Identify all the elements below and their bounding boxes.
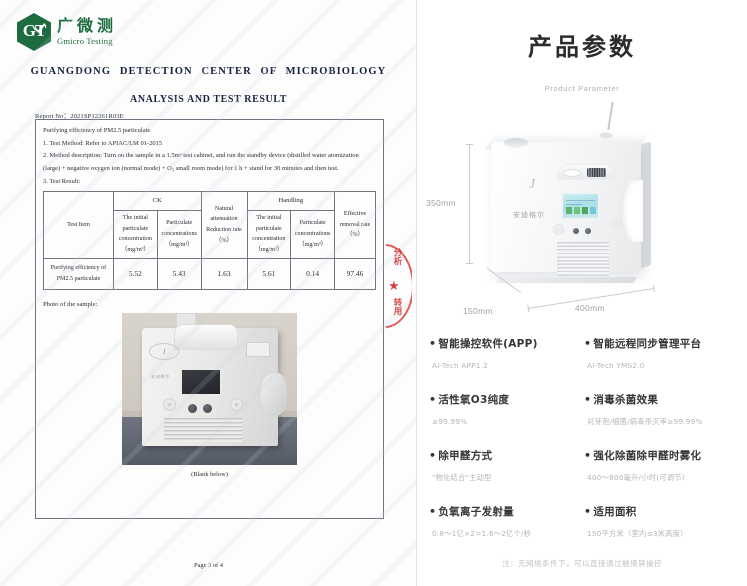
test-method: 1. Test Method: Refer to APIAC/LM 01-201… (43, 139, 163, 147)
test-report-page: GT 广微测 Gmicro Testing GUANGDONG DETECTIO… (0, 0, 417, 586)
device-logo-mark: J (528, 177, 536, 192)
lab-name-en: Gmicro Testing (57, 35, 113, 46)
stamp-top-text: 分析 (392, 248, 402, 265)
spec-value: AI-Tech APP1.2 (432, 361, 488, 370)
device-lcd-screen (561, 192, 600, 220)
cell-handling-concentration: 0.14 (290, 257, 335, 291)
cell-test-item: Purifying efficiency of PM2.5 particulat… (43, 257, 114, 291)
spec-item-app-software: •智能操控软件(APP) AI-Tech APP1.2 (429, 336, 584, 392)
cell-ck-initial: 5.52 (113, 257, 158, 291)
method-description: 2. Method description: Turn on the sampl… (43, 152, 359, 173)
header-group-ck: CK (113, 191, 202, 211)
spec-list: •智能操控软件(APP) AI-Tech APP1.2 •智能远程同步管理平台 … (417, 336, 747, 560)
spec-value: 150平方米（室内≤3米高度） (587, 529, 688, 538)
spec-footnote: 注：无网络条件下，可以直接通过触摸屏操控 (502, 559, 662, 568)
header-group-handling: Handling (246, 191, 335, 211)
sample-device-image: J 安迪格尔 (142, 313, 287, 447)
depth-dimension-label: 150mm (463, 306, 493, 316)
spec-value: AI-Tech YMS2.0 (587, 361, 645, 370)
method-description-block: Purifying efficiency of PM2.5 particulat… (36, 120, 383, 188)
test-result-heading: 3. Test Result: (43, 177, 81, 185)
spec-item-formaldehyde-removal: •除甲醛方式 "物化结合"主动型 (429, 448, 584, 504)
height-dimension-label: 350mm (426, 198, 456, 208)
bullet-icon: • (429, 449, 437, 462)
blank-below-note: (Blank below) (191, 471, 228, 479)
document-title: ANALYSIS AND TEST RESULT (130, 94, 287, 105)
header-handling-concentration: Particulate concentrations （mg/m³） (290, 209, 335, 259)
bullet-icon: • (429, 337, 437, 350)
spec-value: 对芽孢/细菌/病毒杀灭率≥99.99% (587, 417, 703, 426)
cell-natural-reduction: 1.63 (200, 257, 248, 291)
spec-value: 0.8～1亿×2=1.6～2亿个/秒 (432, 529, 532, 538)
sample-photo: J 安迪格尔 (122, 313, 297, 466)
lab-name-cn: 广微测 (57, 16, 118, 36)
report-body-frame: Purifying efficiency of PM2.5 particulat… (35, 119, 384, 519)
stamp-bottom-text: 转用 (392, 298, 402, 315)
cell-ck-concentration: 5.43 (156, 257, 202, 291)
table-row: Purifying efficiency of PM2.5 particulat… (43, 257, 376, 291)
header-test-item: Test Item (43, 191, 114, 259)
height-dimension-line (466, 144, 473, 264)
lab-logo: GT 广微测 Gmicro Testing (17, 13, 117, 51)
bullet-icon: • (429, 393, 437, 406)
sample-device-logo: J (149, 343, 179, 361)
spec-label: 智能远程同步管理平台 (593, 338, 702, 350)
organization-title: GUANGDONG DETECTION CENTER OF MICROBIOLO… (30, 66, 387, 77)
table-group-header-row: Test Item CK Natural attenuation Reducti… (43, 191, 376, 259)
spec-item-ozone-purity: •活性氧O3纯度 ≥99.99% (429, 392, 584, 448)
inspection-stamp: 分析 ★ 转用 (386, 244, 412, 328)
spec-label: 适用面积 (593, 506, 637, 518)
spec-label: 智能操控软件(APP) (438, 338, 538, 350)
spec-item-sterilization-effect: •消毒杀菌效果 对芽孢/细菌/病毒杀灭率≥99.99% (584, 392, 739, 448)
spec-item-atomization-rate: •强化除菌除甲醛时雾化 400～800毫升/小时(可调节) (584, 448, 739, 504)
product-device-render: J 安迪格尔 (481, 102, 659, 283)
sample-device-brand: 安迪格尔 (151, 374, 170, 380)
header-effective-removal: Effective removal rate （%） (334, 191, 376, 259)
spec-value: "物化结合"主动型 (432, 473, 492, 482)
cell-handling-initial: 5.61 (246, 257, 292, 291)
spec-page-title: 产品参数 (528, 33, 636, 61)
spec-label: 消毒杀菌效果 (593, 394, 659, 406)
test-result-table: Test Item CK Natural attenuation Reducti… (43, 191, 376, 291)
spec-label: 负氧离子发射量 (438, 506, 514, 518)
device-brand-label: 安迪格尔 (513, 211, 545, 219)
product-parameter-page: 产品参数 Product Parameter J 安迪格尔 (417, 0, 747, 586)
page-number: Page 3 of 4 (194, 562, 223, 569)
report-number: Report No：2021SP12261R03E (35, 113, 124, 120)
table-sub-header-row: The initial particulate concentration （m… (44, 209, 376, 259)
bullet-icon: • (584, 337, 592, 350)
spec-label: 除甲醛方式 (438, 450, 493, 462)
spec-value: 400～800毫升/小时(可调节) (587, 473, 685, 482)
spec-page-subtitle: Product Parameter (544, 84, 620, 93)
red-star-icon: ★ (388, 278, 400, 293)
spec-label: 活性氧O3纯度 (438, 394, 510, 406)
bullet-icon: • (584, 393, 592, 406)
spec-item-remote-platform: •智能远程同步管理平台 AI-Tech YMS2.0 (584, 336, 739, 392)
header-natural-reduction: Natural attenuation Reduction rate （%） (200, 191, 248, 259)
sample-photo-label: Photo of the sample: (43, 301, 98, 309)
gt-hexagon-logo-icon: GT (17, 13, 51, 51)
cell-effective-removal: 97.46 (334, 257, 376, 291)
spec-item-anion-emission: •负氧离子发射量 0.8～1亿×2=1.6～2亿个/秒 (429, 504, 584, 560)
bullet-icon: • (584, 449, 592, 462)
bullet-icon: • (429, 505, 437, 518)
pane-divider (416, 0, 417, 586)
test-subject: Purifying efficiency of PM2.5 particulat… (43, 127, 151, 134)
header-ck-initial: The initial particulate concentration （m… (113, 209, 158, 259)
width-dimension-label: 400mm (575, 303, 605, 313)
header-ck-concentration: Particulate concentrations （mg/m³） (156, 209, 202, 259)
bullet-icon: • (584, 505, 592, 518)
product-hero-illustration: J 安迪格尔 (417, 100, 747, 335)
spec-value: ≥99.99% (432, 417, 468, 426)
spec-label: 强化除菌除甲醛时雾化 (593, 450, 702, 462)
spec-item-coverage-area: •适用面积 150平方米（室内≤3米高度） (584, 504, 739, 560)
header-handling-initial: The initial particulate concentration （m… (246, 209, 292, 259)
